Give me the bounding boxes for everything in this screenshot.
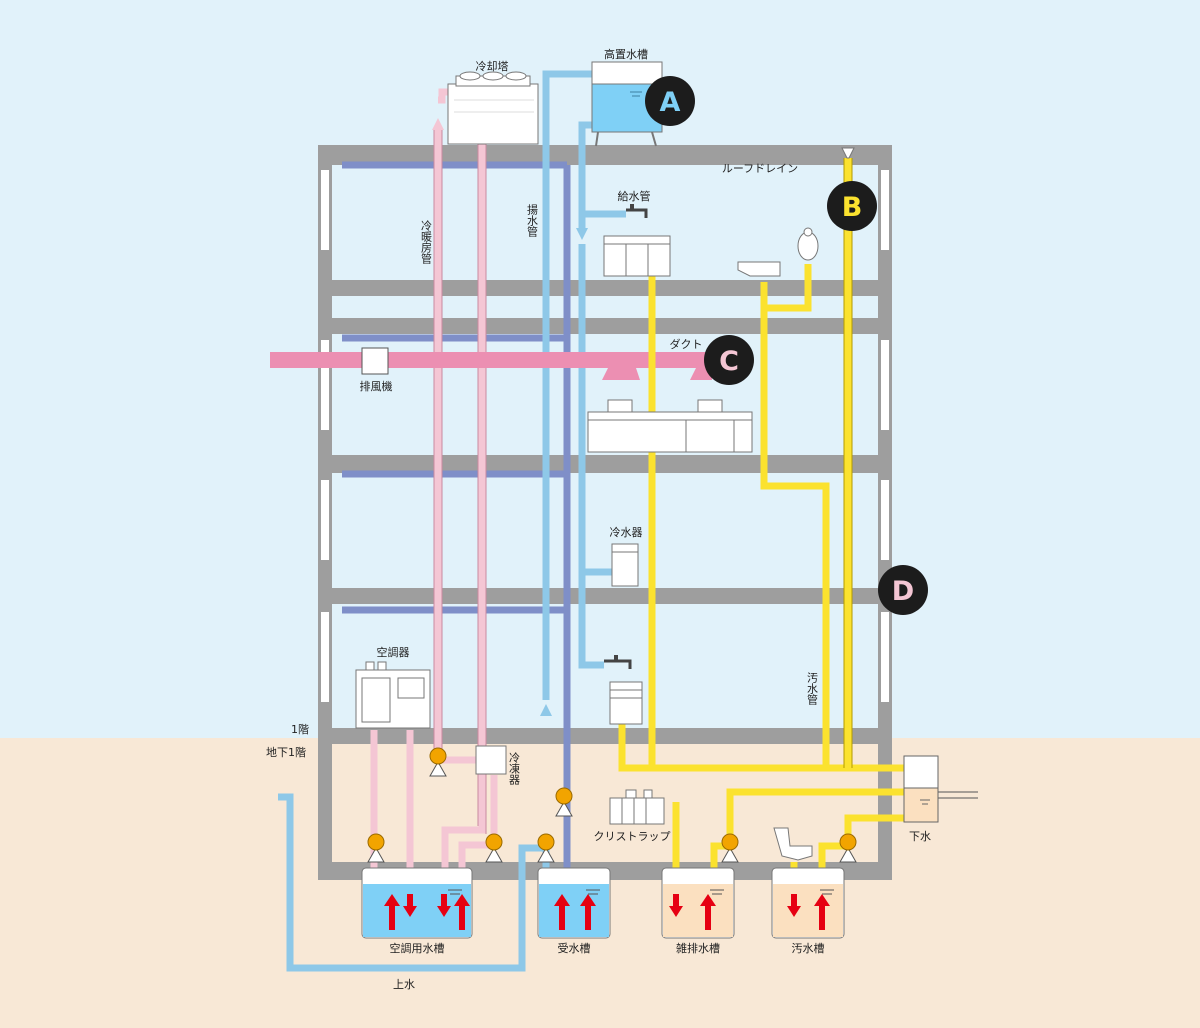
tank-label: 受水槽 (558, 942, 591, 955)
urinal-fixture (737, 227, 819, 277)
city-water-label: 上水 (393, 978, 415, 991)
cooling-pipe-label: 冷暖房管 (420, 220, 433, 265)
roof-drain-funnel (841, 147, 855, 159)
flow-down-arrow (669, 894, 683, 917)
tank-1: 空調用水槽 (361, 867, 473, 955)
pump-icon (429, 747, 447, 777)
tank-2: 受水槽 (537, 867, 611, 955)
marker-a: A (645, 76, 695, 126)
tank-label: 空調用水槽 (390, 941, 445, 955)
supply-down-arrow (576, 228, 588, 240)
marker-b: B (827, 181, 877, 231)
marker-letter: B (842, 192, 863, 223)
sewer-box-bottom (903, 787, 939, 823)
cooling-tower-label: 冷却塔 (476, 60, 509, 73)
water-cooler (611, 543, 639, 587)
flow-down-arrow (403, 894, 417, 917)
flow-up-arrow (384, 894, 400, 930)
markers: A B C D (645, 76, 928, 615)
sewer-label: 下水 (909, 830, 931, 843)
tanks: 空調用水槽 受水槽 雑排水槽 汚水槽 (361, 867, 845, 955)
marker-letter: A (660, 87, 681, 118)
drain-pipe-edges (843, 158, 853, 768)
lift-up-arrow (540, 704, 552, 716)
faucet-top (626, 204, 648, 218)
faucet-lower (604, 655, 632, 669)
exhaust-duct (270, 352, 710, 368)
sewage-pipe-label: 汚水管 (806, 672, 819, 706)
pump-icon (839, 833, 857, 863)
marker-c: C (704, 335, 754, 385)
flow-up-arrow (580, 894, 596, 930)
flow-up-arrow (554, 894, 570, 930)
exhaust-fan-box (361, 347, 389, 375)
lift-pipe-label: 揚水管 (526, 204, 539, 238)
high-tank-label: 高置水槽 (604, 47, 648, 61)
marker-letter: D (892, 576, 914, 607)
cooling-tower (447, 71, 539, 145)
sewer-box-top (903, 755, 939, 789)
flow-down-arrow (787, 894, 801, 917)
basement-1-label: 地下1階 (266, 745, 306, 759)
floor-1-label: 1階 (291, 722, 309, 736)
supply-pipe-label: 給水管 (618, 189, 651, 203)
tank-3: 雑排水槽 (661, 867, 735, 955)
cooling-pipe-edges (433, 130, 487, 834)
flow-up-arrow (814, 894, 830, 930)
pump-icon (721, 833, 739, 863)
pump-icon (555, 787, 573, 817)
marker-letter: C (719, 346, 739, 377)
roof-drain-label: ルーフドレイン (722, 162, 798, 175)
grease-trap (609, 789, 665, 825)
flow-down-arrow (437, 894, 451, 917)
sewer-level (920, 799, 930, 805)
wall-cabinet (603, 235, 671, 277)
flow-up-arrow (454, 894, 470, 930)
grease-trap-label: クリストラップ (594, 830, 671, 843)
pump-pipes (342, 161, 571, 880)
flow-up-arrow (700, 894, 716, 930)
tank-label: 雑排水槽 (676, 941, 720, 955)
pumps (367, 747, 857, 863)
duct-hood-1 (602, 368, 640, 380)
duct-hood-2 (690, 368, 712, 380)
tank-label: 汚水槽 (792, 942, 825, 955)
exhaust-fan-label: 排風機 (360, 379, 393, 393)
column-windows (321, 170, 889, 702)
cooling-up-arrow (432, 118, 444, 130)
pump-icon (485, 833, 503, 863)
water-cooler-label: 冷水器 (610, 526, 643, 539)
toilet-fixture (773, 827, 813, 861)
air-conditioner-unit (355, 661, 431, 729)
pump-icon (537, 833, 555, 863)
refrigerator-unit (475, 745, 507, 775)
marker-d: D (878, 565, 928, 615)
tank-4: 汚水槽 (771, 867, 845, 955)
cooling-pipes (370, 88, 526, 890)
kitchen-counter (587, 399, 753, 453)
pump-icon (367, 833, 385, 863)
duct-label: ダクト (670, 337, 703, 351)
air-conditioner-label: 空調器 (377, 645, 410, 659)
sewer-outlet (934, 791, 978, 799)
washing-machine (609, 681, 643, 725)
refrigerator-label: 冷凍器 (508, 752, 521, 786)
